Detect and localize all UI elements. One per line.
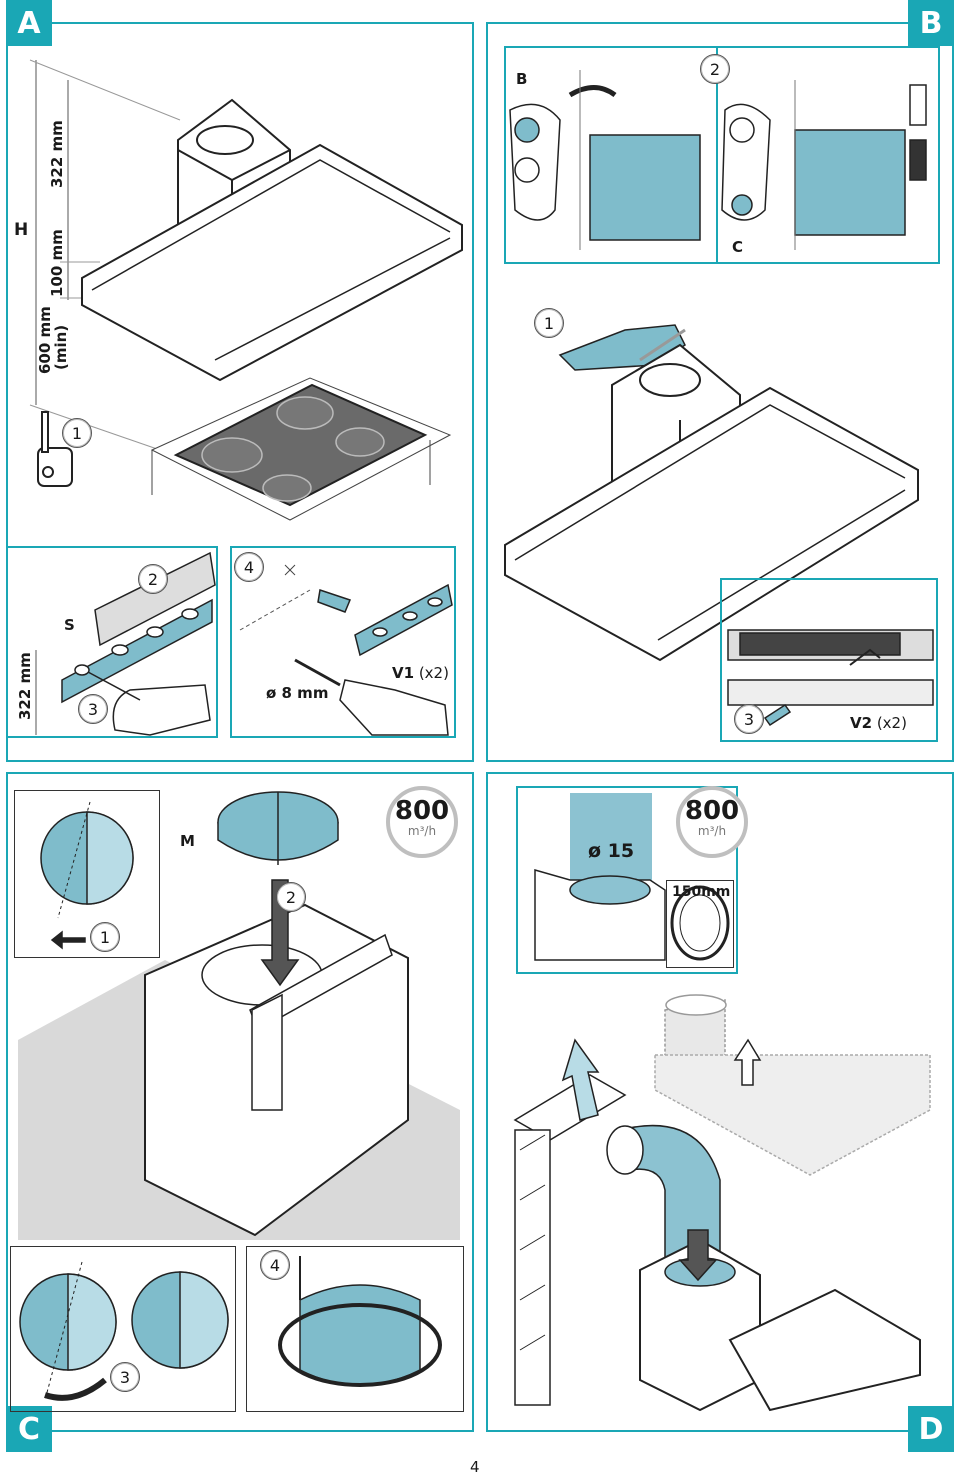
screw-v2-label: V2 (x2) xyxy=(850,714,907,732)
step-4-marker: 4 xyxy=(234,552,264,582)
screw-v1-qty: (x2) xyxy=(418,664,449,682)
dimension-min: (min) xyxy=(52,324,70,370)
label-m: M xyxy=(180,832,195,850)
sub-panel-duct-size xyxy=(516,786,738,974)
airflow-unit-d: m³/h xyxy=(697,824,727,838)
sub-panel-bracket-level xyxy=(6,546,218,738)
panel-a-letter: A xyxy=(6,0,52,46)
screw-v1-name: V1 xyxy=(392,664,415,682)
dimension-100mm: 100 mm xyxy=(48,229,66,297)
label-b: B xyxy=(516,70,528,88)
duct-diameter: ø 15 xyxy=(588,840,635,862)
step-1-marker-b: 1 xyxy=(534,308,564,338)
screw-v1-label: V1 (x2) xyxy=(392,664,449,682)
screw-v2-qty: (x2) xyxy=(876,714,907,732)
page-number: 4 xyxy=(470,1458,480,1476)
step-2-marker-b: 2 xyxy=(700,54,730,84)
airflow-badge-c: 800 m³/h xyxy=(386,786,458,858)
bracket-level-illustration xyxy=(35,551,216,736)
dimension-322mm-bracket: 322 mm xyxy=(16,652,34,720)
airflow-unit-c: m³/h xyxy=(407,824,437,838)
panel-c xyxy=(6,772,474,1432)
panel-c-letter: C xyxy=(6,1406,52,1452)
sub-panel-filter-rotate xyxy=(10,1246,236,1412)
step-3-marker-b: 3 xyxy=(734,704,764,734)
height-label: H xyxy=(14,220,29,240)
screw-detail-illustration xyxy=(727,629,934,727)
step-3-marker: 3 xyxy=(78,694,108,724)
step-3-marker-c: 3 xyxy=(110,1362,140,1392)
sub-panel-filter-screw xyxy=(246,1246,464,1412)
step-2-marker-c: 2 xyxy=(276,882,306,912)
label-c: C xyxy=(732,238,744,256)
panel-b-letter: B xyxy=(908,0,954,46)
step-4-marker-c: 4 xyxy=(260,1250,290,1280)
drill-diameter: ø 8 mm xyxy=(266,684,329,702)
panel-d-letter: D xyxy=(908,1406,954,1452)
sub-panel-ring-size xyxy=(666,880,734,968)
sub-panel-drill xyxy=(230,546,456,738)
airflow-badge-d: 800 m³/h xyxy=(676,786,748,858)
screw-v2-name: V2 xyxy=(850,714,873,732)
ring-size-label: 150mm xyxy=(672,884,731,900)
step-1-marker-c: 1 xyxy=(90,922,120,952)
filter-install-illustration xyxy=(18,791,460,1401)
hood-illustration-a xyxy=(29,59,463,521)
duct-illustration xyxy=(513,793,931,1412)
label-s: S xyxy=(64,616,75,634)
panel-b xyxy=(486,22,954,762)
panel-d xyxy=(486,772,954,1432)
step-2-marker: 2 xyxy=(138,564,168,594)
sub-panel-filter-remove xyxy=(14,790,160,958)
wall-adjust-illustration xyxy=(509,70,927,250)
panel-a xyxy=(6,22,474,762)
dimension-322mm: 322 mm xyxy=(48,120,66,188)
sub-panel-screw-detail xyxy=(720,578,938,742)
step-1-marker: 1 xyxy=(62,418,92,448)
hood-illustration-b xyxy=(504,324,919,662)
sub-panel-wall-adjust-b xyxy=(504,46,718,264)
airflow-value-d: 800 xyxy=(684,796,740,826)
sub-panel-wall-adjust-2 xyxy=(716,46,940,264)
airflow-value-c: 800 xyxy=(394,796,450,826)
drill-illustration xyxy=(239,564,453,736)
